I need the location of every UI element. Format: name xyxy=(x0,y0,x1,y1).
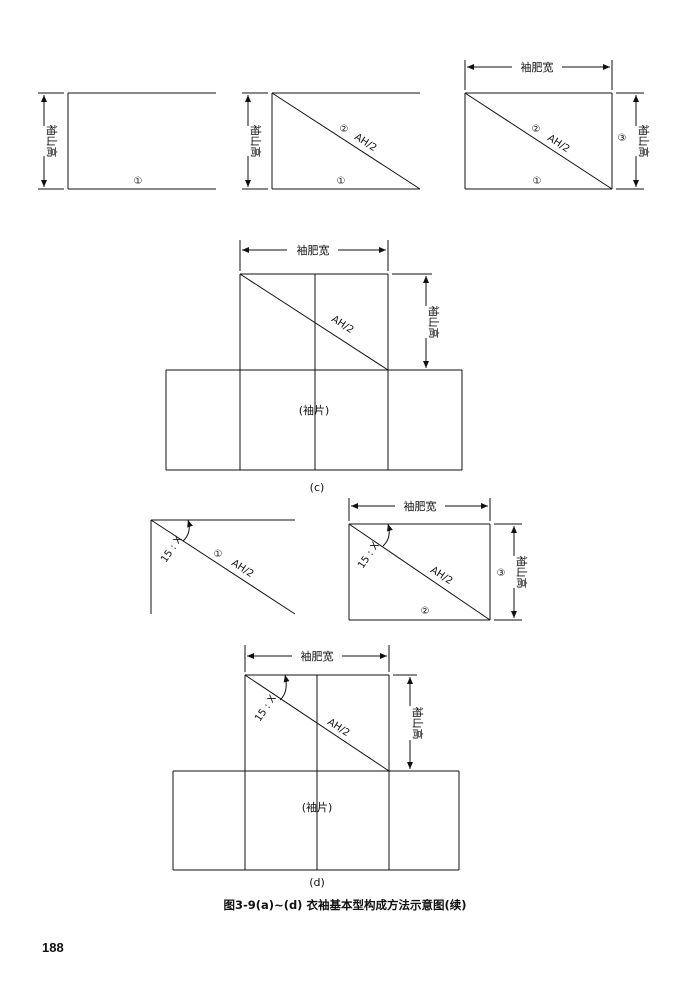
cap-height-label: 袖山高 xyxy=(249,125,263,158)
ah-half-label: AH/2 xyxy=(329,314,355,336)
ah-half-label: AH/2 xyxy=(325,717,351,739)
panel-c-label: (c) xyxy=(310,481,325,494)
angle-diagram: 15 : X ① AH/2 xyxy=(150,519,296,615)
ah-half-label: AH/2 xyxy=(545,133,571,155)
sleeve-width-label: 袖肥宽 xyxy=(521,60,554,74)
ah-half-label: AH/2 xyxy=(352,132,378,154)
marker-1: ① xyxy=(214,549,223,560)
cap-height-label: 袖山高 xyxy=(637,125,651,158)
marker-2: ② xyxy=(340,124,349,135)
ah-half-label: AH/2 xyxy=(229,558,255,580)
ratio-label: 15 : X xyxy=(253,693,279,724)
step3-diagram: 袖肥宽 袖山高 ③ ② AH/2 ① xyxy=(464,60,651,190)
marker-3: ③ xyxy=(618,133,627,144)
sleeve-width-label: 袖肥宽 xyxy=(404,499,437,513)
marker-2: ② xyxy=(421,606,430,617)
page-number: 188 xyxy=(42,940,64,955)
marker-1: ① xyxy=(533,176,542,187)
marker-3: ③ xyxy=(497,568,506,579)
ah-half-label: AH/2 xyxy=(428,565,454,587)
cap-height-label: 袖山高 xyxy=(45,125,59,158)
marker-2: ② xyxy=(532,124,541,135)
sleeve-piece-label: (袖片) xyxy=(302,800,333,814)
panel-d-label: (d) xyxy=(309,876,325,889)
sleeve-width-label: 袖肥宽 xyxy=(297,243,330,257)
ratio-label: 15 : X xyxy=(159,534,185,565)
sleeve-width-label: 袖肥宽 xyxy=(301,649,334,663)
marker-1: ① xyxy=(337,176,346,187)
panel-d-diagram: 袖肥宽 袖山高 15 : X AH/2 (袖片) (d) xyxy=(172,645,460,889)
sleeve-piece-label: (袖片) xyxy=(299,403,330,417)
panel-c-diagram: 袖肥宽 袖山高 AH/2 (袖片) (c) xyxy=(165,240,463,494)
cap-height-label: 袖山高 xyxy=(411,707,425,740)
figure-caption: 图3-9(a)~(d) 衣袖基本型构成方法示意图(续) xyxy=(223,898,467,912)
cap-height-label: 袖山高 xyxy=(515,556,529,589)
marker-1: ① xyxy=(134,176,143,187)
ratio-label: 15 : X xyxy=(356,540,382,571)
cap-height-label: 袖山高 xyxy=(427,306,441,339)
step2-diagram: 袖山高 ② AH/2 ① xyxy=(242,92,421,190)
angle-rect-diagram: 袖肥宽 袖山高 ③ 15 : X AH/2 ② xyxy=(348,498,529,621)
step1-diagram: 袖山高 ① xyxy=(38,92,216,190)
